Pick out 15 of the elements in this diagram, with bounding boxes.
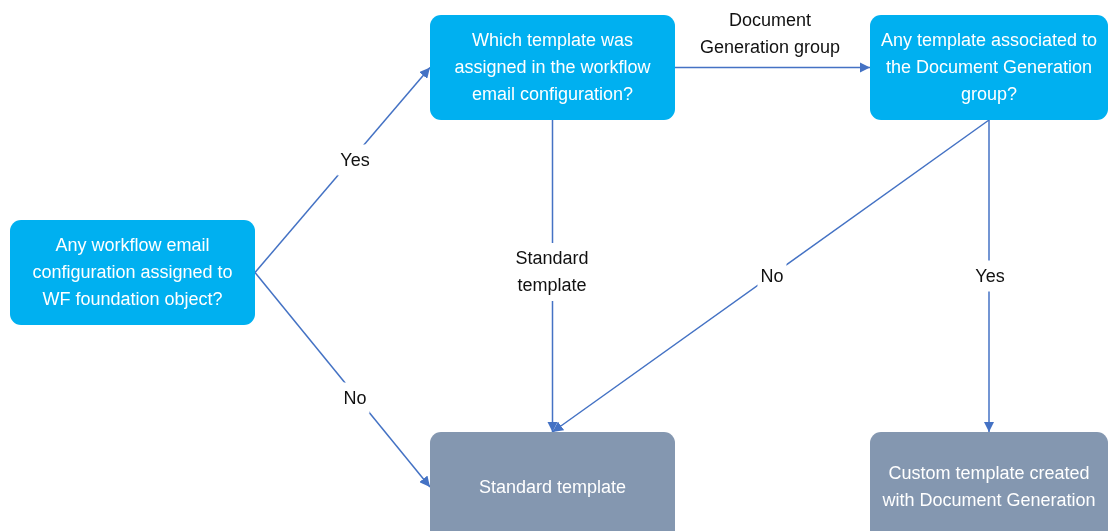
node-text: Any workflow email configuration assigned to WF foundation object? [31,234,234,311]
arrow [983,119,995,433]
result-box [430,432,675,531]
decision-box [430,15,675,120]
node-text: Which template was assigned in the workflow email configuration? [453,29,652,106]
arrow [551,119,990,433]
node-text: Custom template created with Document Generation [881,462,1097,512]
edge-label: Yes [972,260,1008,292]
result-box [870,432,1108,531]
node-text: Any template associated to the Document Generation group? [879,29,1099,106]
decision-box [870,15,1108,120]
edge-label: Yes [337,144,373,176]
node-text: Standard template [478,475,627,499]
arrow [674,62,871,73]
decision-box [10,220,255,325]
